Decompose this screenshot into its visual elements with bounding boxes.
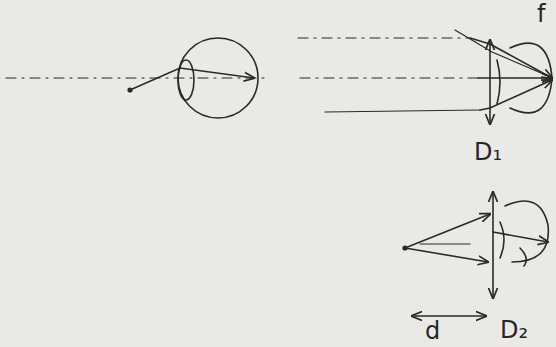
distance-label: d bbox=[425, 319, 440, 343]
light-ray bbox=[455, 30, 548, 76]
eyeball bbox=[505, 201, 548, 262]
distance-arrow bbox=[412, 315, 486, 317]
light-ray bbox=[405, 248, 488, 262]
lens-d1 bbox=[489, 40, 491, 124]
eye-lens bbox=[497, 60, 500, 104]
light-ray bbox=[493, 232, 548, 242]
eye-lens bbox=[178, 60, 194, 100]
lens-d2 bbox=[492, 192, 494, 298]
eyeball bbox=[178, 38, 258, 118]
axis bbox=[420, 243, 470, 244]
object-point bbox=[128, 88, 132, 92]
retina-mark bbox=[520, 248, 526, 266]
optical-axis bbox=[6, 77, 270, 78]
light-ray bbox=[130, 68, 254, 90]
eye-lens bbox=[500, 222, 504, 258]
light-ray bbox=[480, 80, 552, 110]
incoming-ray bbox=[325, 110, 480, 112]
object-point bbox=[403, 246, 407, 250]
focal-label: f bbox=[537, 2, 545, 26]
incoming-ray bbox=[298, 37, 470, 38]
lens-label: D₁ bbox=[474, 140, 502, 164]
incoming-ray bbox=[300, 77, 478, 78]
lens-label: D₂ bbox=[500, 318, 528, 342]
light-ray bbox=[405, 214, 490, 248]
light-ray bbox=[478, 77, 552, 79]
